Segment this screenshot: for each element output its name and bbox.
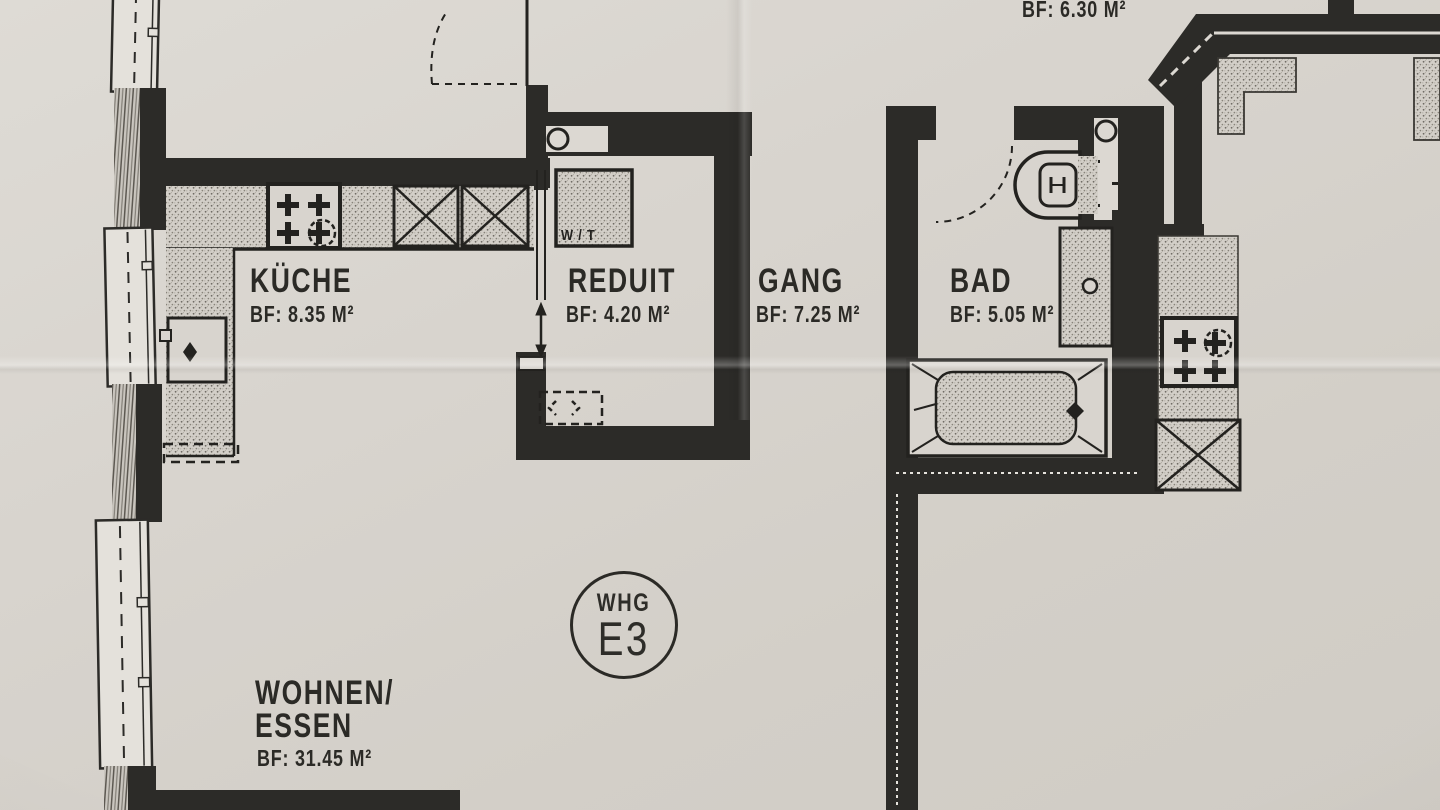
- bathtub-icon: [906, 358, 1108, 458]
- side-cabinet: [1413, 57, 1440, 141]
- door-swing-arc: [430, 9, 449, 85]
- wall-bad-bottom: [886, 458, 1164, 494]
- room-label-bad: BAD: [950, 262, 1013, 300]
- exterior-wall-segment: [104, 766, 156, 810]
- room-area-bad: BF: 5.05 M²: [950, 301, 1055, 327]
- pocket-door-lines: [536, 170, 546, 300]
- wall-top-stub: [1328, 0, 1354, 16]
- room-area-kueche: BF: 8.35 M²: [250, 301, 355, 327]
- wall-reduit-bottom: [516, 426, 750, 460]
- stove-icon: [266, 182, 342, 250]
- unit-badge-prefix: WHG: [597, 589, 651, 618]
- unit-badge: WHG E3: [570, 571, 678, 679]
- wall-reduit-right: [714, 140, 750, 460]
- room-area-wohnen: BF: 31.45 M²: [257, 745, 373, 771]
- stove-icon: [1160, 316, 1238, 388]
- pipe-icon: [546, 127, 570, 151]
- wall-bottom-left: [150, 790, 460, 810]
- room-label-wohnen-line2: ESSEN: [255, 707, 353, 745]
- unit-badge-number: E3: [597, 612, 651, 666]
- wall-bad-top-left: [886, 106, 936, 140]
- cabinet-x-icon: [460, 184, 530, 248]
- window-element: [103, 226, 157, 388]
- vent-duct-icon: [538, 390, 604, 426]
- toilet-icon: [1013, 150, 1098, 220]
- exterior-wall-segment: [112, 384, 162, 522]
- room-label-kueche: KÜCHE: [250, 262, 353, 300]
- sink-icon: [159, 316, 228, 384]
- wall-kitchen-top: [148, 158, 550, 188]
- washer-dryer-label: W / T: [561, 227, 596, 244]
- washer-dryer-icon: [554, 168, 634, 248]
- duct-pipe-icon: [1094, 119, 1118, 143]
- entry-door: [430, 0, 529, 86]
- room-area-reduit: BF: 4.20 M²: [566, 301, 671, 327]
- facade-left: [94, 0, 166, 810]
- cabinet-x-icon: [1154, 418, 1242, 492]
- window-element: [109, 0, 161, 94]
- wall-seam-diagonal: [1158, 30, 1216, 88]
- door-swing-arc: [935, 145, 1013, 223]
- room-label-gang: GANG: [758, 262, 844, 300]
- window-element: [94, 518, 154, 770]
- washbasin-icon: [1058, 226, 1114, 348]
- drain-icon: [1066, 402, 1084, 420]
- undercounter-dashed-box: [162, 442, 240, 464]
- door-pocket-jamb: [518, 356, 545, 371]
- room-area-gang: BF: 7.25 M²: [756, 301, 861, 327]
- room-label-wohnen-line1: WOHNEN/: [255, 674, 395, 712]
- direction-arrow-icon: [535, 301, 547, 359]
- wall-diagonal-topright: [1148, 14, 1440, 108]
- duct-tick: [1112, 182, 1118, 185]
- area-label-top-partial: BF: 6.30 M²: [1022, 0, 1127, 22]
- cabinet-x-icon: [392, 184, 460, 248]
- room-label-reduit: REDUIT: [568, 262, 677, 300]
- corner-cabinet: [1217, 57, 1297, 135]
